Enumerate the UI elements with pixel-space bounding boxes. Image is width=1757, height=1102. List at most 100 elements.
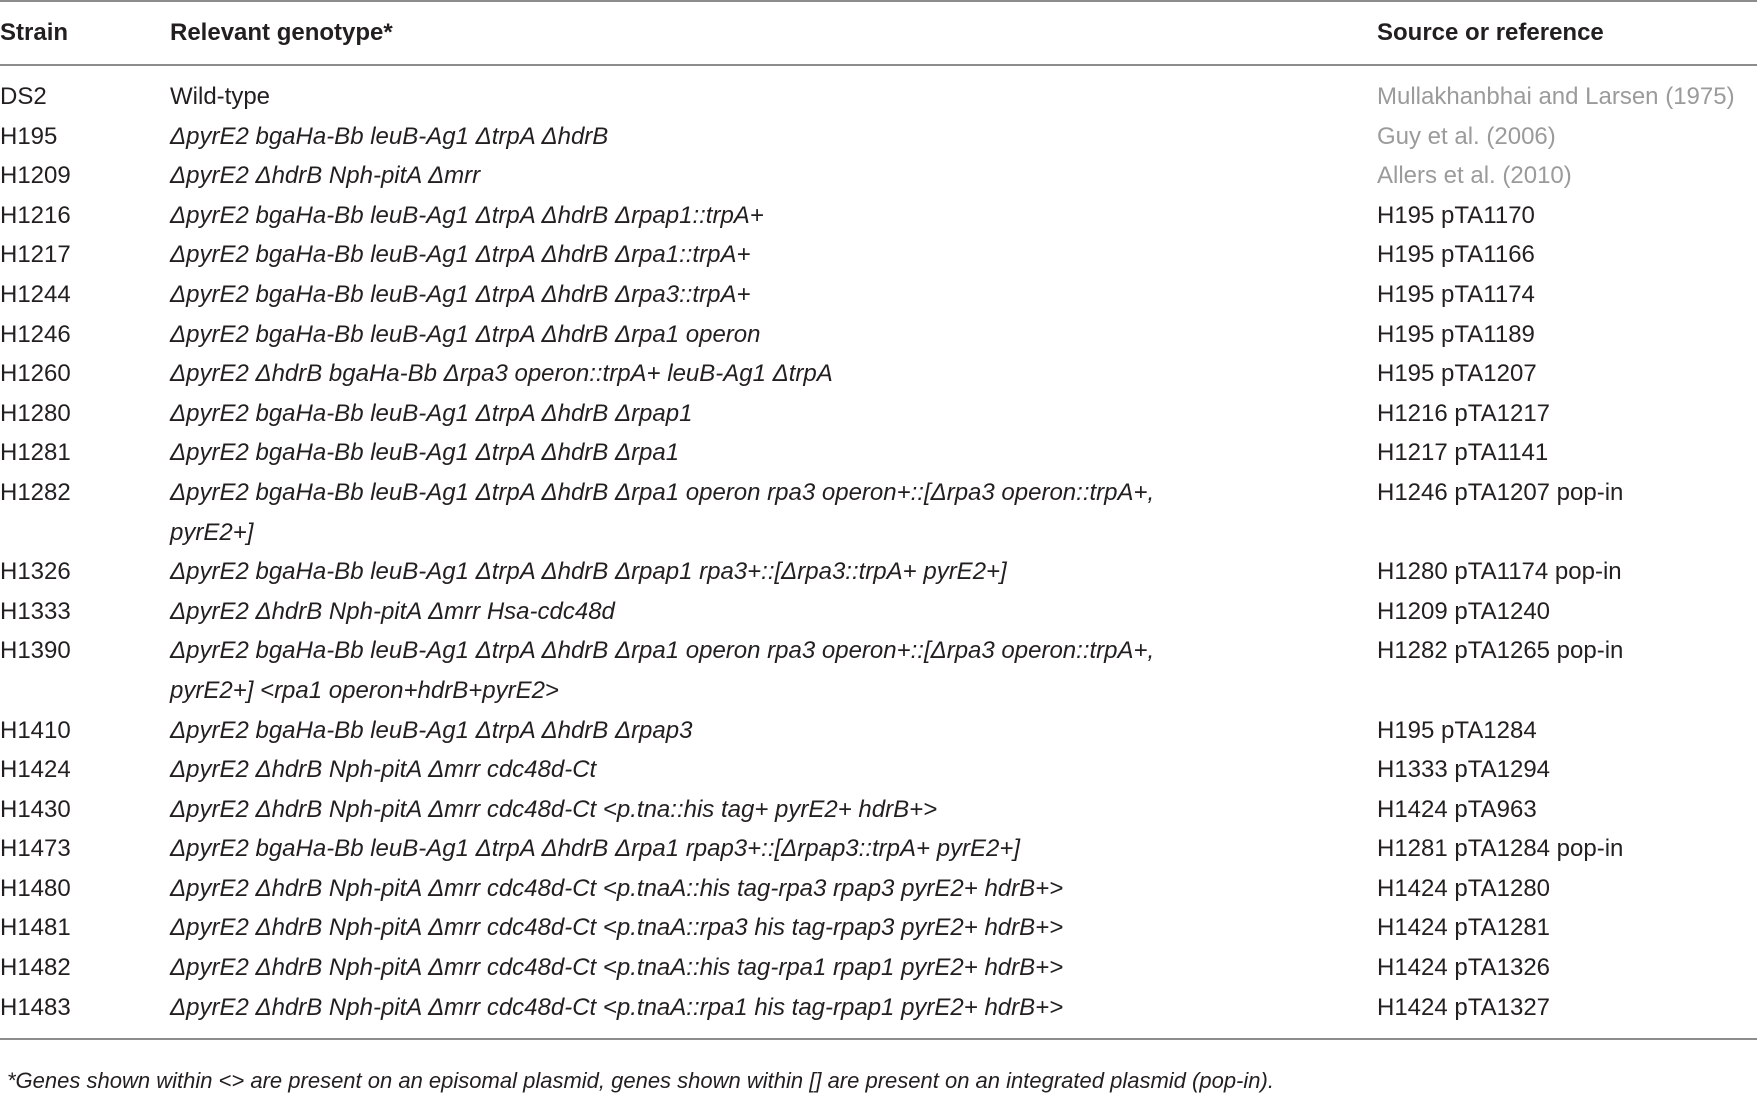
genotype-line: ΔpyrE2 ΔhdrB Nph-pitA Δmrr cdc48d-Ct <p.… xyxy=(170,954,1064,982)
cell-source: H1424 pTA1326 xyxy=(1377,954,1551,982)
cell-source: H195 pTA1170 xyxy=(1377,201,1535,229)
cell-strain: H1209 xyxy=(0,162,71,190)
strain-table: Strain Relevant genotype* Source or refe… xyxy=(0,0,1757,1041)
header-row: Strain Relevant genotype* Source or refe… xyxy=(0,2,1757,64)
cell-genotype: ΔpyrE2 bgaHa-Bb leuB-Ag1 ΔtrpA ΔhdrB Δrp… xyxy=(170,631,1377,710)
cell-genotype: ΔpyrE2 ΔhdrB Nph-pitA Δmrr cdc48d-Ct <p.… xyxy=(170,869,1377,909)
table: Strain Relevant genotype* Source or refe… xyxy=(0,2,1757,64)
header-genotype: Relevant genotype* xyxy=(170,19,393,46)
cell-strain: H1481 xyxy=(0,914,71,942)
cell-strain: H1473 xyxy=(0,835,71,863)
genotype-line: ΔpyrE2 bgaHa-Bb leuB-Ag1 ΔtrpA ΔhdrB Δrp… xyxy=(170,399,693,427)
genotype-line: ΔpyrE2 bgaHa-Bb leuB-Ag1 ΔtrpA ΔhdrB Δrp… xyxy=(170,241,751,269)
cell-genotype: ΔpyrE2 ΔhdrB Nph-pitA Δmrr cdc48d-Ct <p.… xyxy=(170,988,1377,1039)
cell-strain: H1410 xyxy=(0,716,71,744)
genotype-line: ΔpyrE2 ΔhdrB Nph-pitA Δmrr xyxy=(170,162,481,190)
cell-strain: H1244 xyxy=(0,280,71,308)
table-row: H1209 ΔpyrE2 ΔhdrB Nph-pitA Δmrr Allers et… xyxy=(0,156,1757,196)
genotype-line: ΔpyrE2 ΔhdrB Nph-pitA Δmrr cdc48d-Ct <p.… xyxy=(170,914,1064,942)
table-row: H1217 ΔpyrE2 bgaHa-Bb leuB-Ag1 ΔtrpA Δhdr… xyxy=(0,235,1757,275)
genotype-line: ΔpyrE2 bgaHa-Bb leuB-Ag1 ΔtrpA ΔhdrB Δrp… xyxy=(170,835,1021,863)
genotype-line-continued: pyrE2+] xyxy=(170,518,254,546)
cell-genotype: ΔpyrE2 bgaHa-Bb leuB-Ag1 ΔtrpA ΔhdrB Δrp… xyxy=(170,235,1377,275)
cell-genotype: ΔpyrE2 ΔhdrB bgaHa-Bb Δrpa3 operon::trpA… xyxy=(170,354,1377,394)
table-row: H1482 ΔpyrE2 ΔhdrB Nph-pitA Δmrr cdc48d-C… xyxy=(0,948,1757,988)
table-row: H1410 ΔpyrE2 bgaHa-Bb leuB-Ag1 ΔtrpA Δhdr… xyxy=(0,711,1757,751)
header-source: Source or reference xyxy=(1377,19,1604,46)
cell-strain: H1326 xyxy=(0,558,71,586)
cell-strain: H1246 xyxy=(0,320,71,348)
cell-strain: H1282 xyxy=(0,478,71,506)
genotype-line: ΔpyrE2 bgaHa-Bb leuB-Ag1 ΔtrpA ΔhdrB Δrp… xyxy=(170,478,1155,506)
cell-genotype: ΔpyrE2 bgaHa-Bb leuB-Ag1 ΔtrpA ΔhdrB Δrp… xyxy=(170,829,1377,869)
table-row: H1424 ΔpyrE2 ΔhdrB Nph-pitA Δmrr cdc48d-C… xyxy=(0,750,1757,790)
cell-strain: H1480 xyxy=(0,874,71,902)
cell-source: H1280 pTA1174 pop-in xyxy=(1377,558,1622,586)
genotype-line: ΔpyrE2 bgaHa-Bb leuB-Ag1 ΔtrpA ΔhdrB Δrp… xyxy=(170,637,1155,665)
cell-genotype: ΔpyrE2 bgaHa-Bb leuB-Ag1 ΔtrpA ΔhdrB Δrp… xyxy=(170,394,1377,434)
cell-strain: DS2 xyxy=(0,83,47,110)
genotype-line: ΔpyrE2 ΔhdrB Nph-pitA Δmrr cdc48d-Ct <p.… xyxy=(170,993,1064,1021)
genotype-line: ΔpyrE2 bgaHa-Bb leuB-Ag1 ΔtrpA ΔhdrB Δrp… xyxy=(170,439,680,467)
cell-strain: H1217 xyxy=(0,241,71,269)
cell-genotype: ΔpyrE2 ΔhdrB Nph-pitA Δmrr Hsa-cdc48d xyxy=(170,592,1377,632)
table-row: H1244 ΔpyrE2 bgaHa-Bb leuB-Ag1 ΔtrpA Δhdr… xyxy=(0,275,1757,315)
cell-source: H1217 pTA1141 xyxy=(1377,439,1549,467)
cell-source: H1281 pTA1284 pop-in xyxy=(1377,835,1624,863)
table-rows: DS2 Wild-type Mullakhanbhai and Larsen (19… xyxy=(0,66,1757,1038)
cell-source: H1216 pTA1217 xyxy=(1377,399,1551,427)
cell-genotype: ΔpyrE2 bgaHa-Bb leuB-Ag1 ΔtrpA ΔhdrB Δrp… xyxy=(170,433,1377,473)
cell-genotype: ΔpyrE2 bgaHa-Bb leuB-Ag1 ΔtrpA ΔhdrB Δrp… xyxy=(170,196,1377,236)
cell-source: H195 pTA1166 xyxy=(1377,241,1535,269)
genotype-line: ΔpyrE2 bgaHa-Bb leuB-Ag1 ΔtrpA ΔhdrB Δrp… xyxy=(170,716,693,744)
cell-genotype: ΔpyrE2 ΔhdrB Nph-pitA Δmrr xyxy=(170,156,1377,196)
table-row: H1326 ΔpyrE2 bgaHa-Bb leuB-Ag1 ΔtrpA Δhdr… xyxy=(0,552,1757,592)
cell-source: H195 pTA1174 xyxy=(1377,280,1535,308)
cell-genotype: ΔpyrE2 ΔhdrB Nph-pitA Δmrr cdc48d-Ct xyxy=(170,750,1377,790)
cell-strain: H1280 xyxy=(0,399,71,427)
table-bottom-rule xyxy=(0,1038,1757,1041)
table-row: H1280 ΔpyrE2 bgaHa-Bb leuB-Ag1 ΔtrpA Δhdr… xyxy=(0,394,1757,434)
cell-source: H1424 pTA1280 xyxy=(1377,874,1551,902)
genotype-line: ΔpyrE2 bgaHa-Bb leuB-Ag1 ΔtrpA ΔhdrB Δrp… xyxy=(170,280,751,308)
cell-source: H1246 pTA1207 pop-in xyxy=(1377,478,1624,506)
genotype-line: ΔpyrE2 bgaHa-Bb leuB-Ag1 ΔtrpA ΔhdrB Δrp… xyxy=(170,320,761,348)
genotype-line: ΔpyrE2 ΔhdrB Nph-pitA Δmrr cdc48d-Ct xyxy=(170,756,597,784)
cell-reference-link[interactable]: Guy et al. (2006) xyxy=(1377,122,1556,150)
header-strain: Strain xyxy=(0,19,69,46)
cell-genotype: ΔpyrE2 bgaHa-Bb leuB-Ag1 ΔtrpA ΔhdrB Δrp… xyxy=(170,473,1377,552)
cell-source: H1282 pTA1265 pop-in xyxy=(1377,637,1624,665)
cell-source: H195 pTA1284 xyxy=(1377,716,1537,744)
cell-source: H195 pTA1189 xyxy=(1377,320,1535,348)
genotype-line: Wild-type xyxy=(170,83,271,110)
cell-strain: H1424 xyxy=(0,756,71,784)
cell-source: H1424 pTA963 xyxy=(1377,795,1537,823)
cell-strain: H195 xyxy=(0,122,58,150)
cell-strain: H1260 xyxy=(0,360,71,388)
genotype-line: ΔpyrE2 ΔhdrB Nph-pitA Δmrr Hsa-cdc48d xyxy=(170,597,615,625)
cell-reference-link[interactable]: Mullakhanbhai and Larsen (1975) xyxy=(1377,83,1735,110)
genotype-line: ΔpyrE2 ΔhdrB bgaHa-Bb Δrpa3 operon::trpA… xyxy=(170,360,833,388)
table-row: H1260 ΔpyrE2 ΔhdrB bgaHa-Bb Δrpa3 operon:… xyxy=(0,354,1757,394)
cell-strain: H1482 xyxy=(0,954,71,982)
table-header: Strain Relevant genotype* Source or refe… xyxy=(0,2,1757,64)
cell-source: H1424 pTA1281 xyxy=(1377,914,1551,942)
table-header-rule xyxy=(0,64,1757,66)
genotype-line: ΔpyrE2 bgaHa-Bb leuB-Ag1 ΔtrpA ΔhdrB Δrp… xyxy=(170,201,764,229)
cell-source: H1209 pTA1240 xyxy=(1377,597,1551,625)
table-row: H1480 ΔpyrE2 ΔhdrB Nph-pitA Δmrr cdc48d-C… xyxy=(0,869,1757,909)
cell-reference-link[interactable]: Allers et al. (2010) xyxy=(1377,162,1572,190)
table-footnote: *Genes shown within <> are present on an… xyxy=(7,1068,1274,1093)
table-body: DS2 Wild-type Mullakhanbhai and Larsen (19… xyxy=(0,66,1757,1038)
table-row: H1481 ΔpyrE2 ΔhdrB Nph-pitA Δmrr cdc48d-C… xyxy=(0,908,1757,948)
table-row: H1473 ΔpyrE2 bgaHa-Bb leuB-Ag1 ΔtrpA Δhdr… xyxy=(0,829,1757,869)
cell-source: H195 pTA1207 xyxy=(1377,360,1537,388)
cell-genotype: ΔpyrE2 bgaHa-Bb leuB-Ag1 ΔtrpA ΔhdrB Δrp… xyxy=(170,552,1377,592)
cell-genotype: ΔpyrE2 bgaHa-Bb leuB-Ag1 ΔtrpA ΔhdrB Δrp… xyxy=(170,275,1377,315)
